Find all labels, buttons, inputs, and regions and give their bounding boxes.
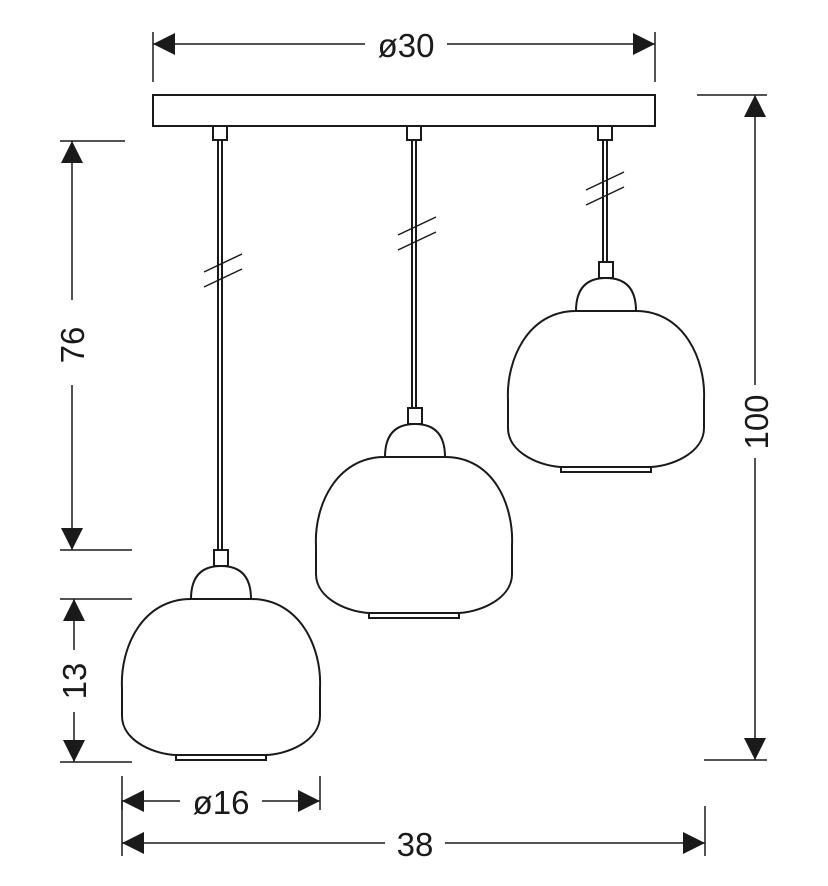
ceiling-canopy bbox=[152, 94, 656, 127]
cable-mount-right bbox=[597, 125, 613, 141]
shade-right bbox=[506, 310, 706, 468]
shade-left bbox=[120, 598, 322, 756]
canopy-diameter-dimension bbox=[152, 32, 656, 82]
max-height-label: 100 bbox=[738, 394, 775, 449]
shade-height-label: 13 bbox=[56, 663, 93, 700]
cable-mount-left bbox=[212, 125, 228, 141]
total-width-label: 38 bbox=[397, 826, 434, 863]
cable-length-dimension bbox=[60, 140, 132, 551]
shade-middle bbox=[314, 456, 514, 614]
cable-mount-middle bbox=[406, 125, 422, 141]
cap-right bbox=[574, 276, 638, 312]
cap-middle bbox=[383, 422, 447, 458]
cable-length-label: 76 bbox=[54, 327, 91, 364]
canopy-diameter-label: ø30 bbox=[378, 27, 435, 64]
total-width-dimension bbox=[121, 800, 706, 856]
shade-diameter-label: ø16 bbox=[193, 784, 250, 821]
shade-height-dimension bbox=[60, 598, 132, 763]
max-height-dimension bbox=[697, 94, 767, 761]
pendant-middle bbox=[314, 125, 514, 619]
pendant-left bbox=[120, 125, 322, 761]
cap-left bbox=[189, 564, 253, 600]
pendant-right bbox=[506, 125, 706, 473]
